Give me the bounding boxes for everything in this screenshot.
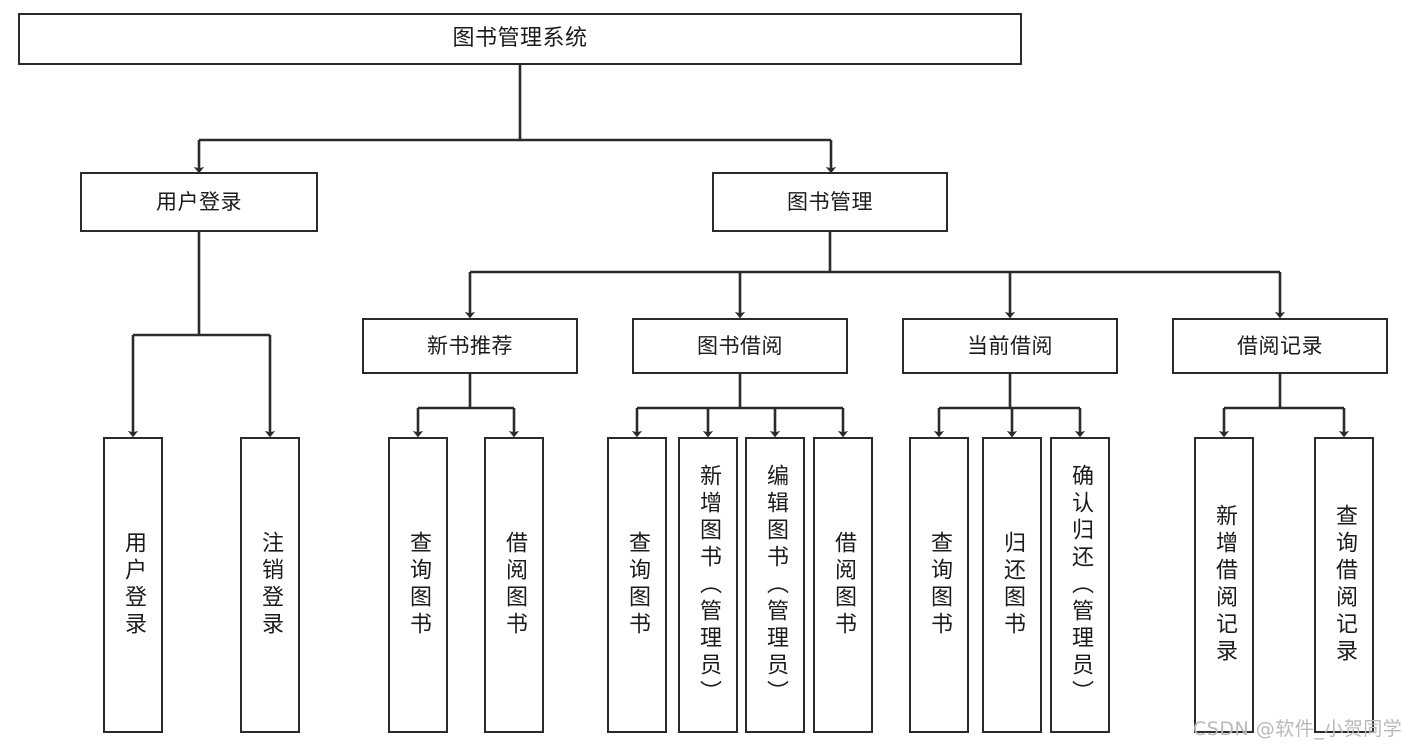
node-user-login[interactable]: 用户登录 [80, 172, 318, 232]
node-root[interactable]: 图书管理系统 [18, 13, 1022, 65]
node-borrow-record[interactable]: 借阅记录 [1172, 318, 1388, 374]
node-book-manage[interactable]: 图书管理 [712, 172, 948, 232]
node-leaf-logout[interactable]: 注销登录 [240, 437, 300, 733]
node-leaf-borrow-book-2[interactable]: 借阅图书 [813, 437, 873, 733]
node-leaf-add-record[interactable]: 新增借阅记录 [1194, 437, 1254, 733]
node-leaf-borrow-book-1-label: 借阅图书 [502, 531, 527, 639]
node-current-borrow[interactable]: 当前借阅 [902, 318, 1118, 374]
node-leaf-query-book-1-label: 查询图书 [406, 531, 431, 639]
node-root-label: 图书管理系统 [452, 26, 588, 52]
node-leaf-edit-book-label: 编辑图书（管理员） [763, 463, 788, 707]
node-user-login-label: 用户登录 [156, 189, 242, 214]
node-new-book-recommend-label: 新书推荐 [427, 333, 513, 358]
node-leaf-logout-label: 注销登录 [258, 531, 283, 639]
node-leaf-query-record[interactable]: 查询借阅记录 [1314, 437, 1374, 733]
node-leaf-return-book[interactable]: 归还图书 [982, 437, 1042, 733]
node-leaf-query-book-1[interactable]: 查询图书 [388, 437, 448, 733]
node-leaf-borrow-book-1[interactable]: 借阅图书 [484, 437, 544, 733]
node-leaf-add-record-label: 新增借阅记录 [1212, 504, 1237, 666]
node-borrow-record-label: 借阅记录 [1237, 333, 1323, 358]
node-leaf-add-book-label: 新增图书（管理员） [696, 463, 721, 707]
node-leaf-confirm-return-label: 确认归还（管理员） [1068, 463, 1093, 707]
node-book-borrow-label: 图书借阅 [697, 333, 783, 358]
node-book-borrow[interactable]: 图书借阅 [632, 318, 848, 374]
node-new-book-recommend[interactable]: 新书推荐 [362, 318, 578, 374]
node-leaf-confirm-return[interactable]: 确认归还（管理员） [1050, 437, 1110, 733]
node-leaf-user-login-label: 用户登录 [121, 531, 146, 639]
node-leaf-query-book-3[interactable]: 查询图书 [909, 437, 969, 733]
node-leaf-return-book-label: 归还图书 [1000, 531, 1025, 639]
watermark-credit: CSDN @软件_小贺同学 [1193, 718, 1403, 740]
node-leaf-query-record-label: 查询借阅记录 [1332, 504, 1357, 666]
node-leaf-borrow-book-2-label: 借阅图书 [831, 531, 856, 639]
node-leaf-user-login[interactable]: 用户登录 [103, 437, 163, 733]
node-leaf-query-book-2-label: 查询图书 [625, 531, 650, 639]
node-leaf-query-book-2[interactable]: 查询图书 [607, 437, 667, 733]
node-current-borrow-label: 当前借阅 [967, 333, 1053, 358]
node-leaf-edit-book[interactable]: 编辑图书（管理员） [745, 437, 805, 733]
node-leaf-add-book[interactable]: 新增图书（管理员） [678, 437, 738, 733]
node-book-manage-label: 图书管理 [787, 189, 873, 214]
node-leaf-query-book-3-label: 查询图书 [927, 531, 952, 639]
